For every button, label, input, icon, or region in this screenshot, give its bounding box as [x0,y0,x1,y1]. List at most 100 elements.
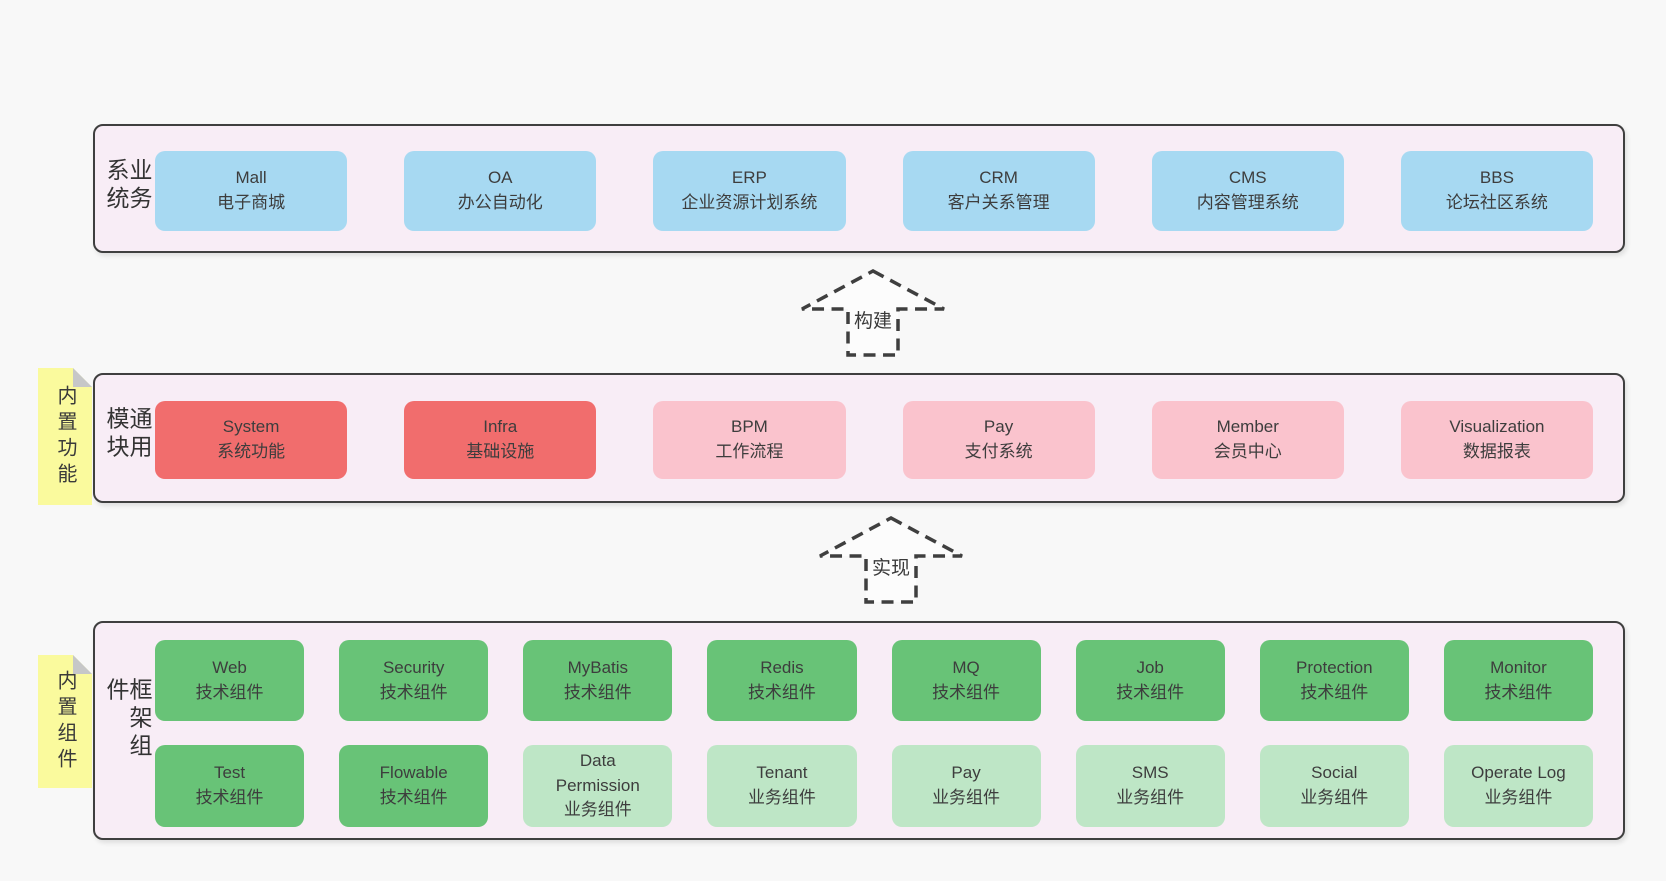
module-box-web: Web 技术组件 [155,640,305,721]
layer-side-label-common-modules: 通用模块 [103,406,152,463]
module-box-social: Social 业务组件 [1259,745,1409,827]
module-box-visualization: Visualization 数据报表 [1400,401,1593,479]
module-title: Test [213,763,246,783]
sticky-note-label: 内置功能 [54,384,76,489]
module-title: Flowable [379,763,448,783]
sticky-note-built-in-features: 内置功能 [38,368,92,505]
module-subtitle: 业务组件 [1300,788,1369,807]
module-title: Visualization [1449,417,1545,437]
box-row-business-systems: Mall 电子商城 OA 办公自动化 ERP 企业资源计划系统 CRM 客户关系管理 CMS 内容… [155,151,1593,231]
module-box-bpm: BPM 工作流程 [653,401,846,479]
module-subtitle: 技术组件 [932,682,1001,702]
module-subtitle: 技术组件 [379,788,448,807]
module-title: Mall [235,168,267,188]
module-subtitle: 技术组件 [747,682,816,702]
module-box-flowable: Flowable 技术组件 [339,745,489,827]
note-folded-corner [73,655,92,674]
module-title: Infra [483,417,518,437]
module-box-member: Member 会员中心 [1151,401,1344,479]
module-title: SMS [1131,763,1169,783]
module-box-operate-log: Operate Log 业务组件 [1443,745,1593,827]
module-subtitle: 技术组件 [1116,682,1185,702]
module-subtitle: 业务组件 [1484,788,1553,807]
module-title: Security [382,657,445,677]
module-box-infra: Infra 基础设施 [404,401,597,479]
module-title: Protection [1296,657,1373,677]
module-subtitle: 内容管理系统 [1196,193,1299,212]
layer-common-modules: 通用模块 System 系统功能 Infra 基础设施 BPM 工作流程 Pay 支付系统 Me… [93,373,1625,503]
module-subtitle: 论坛社区系统 [1445,193,1548,212]
note-folded-corner [73,368,92,387]
module-title: Job [1136,657,1164,677]
module-subtitle: 技术组件 [1484,682,1553,702]
layer-side-label-framework-components: 框架组件 [103,676,152,761]
module-subtitle: 技术组件 [379,682,448,702]
arrow-implement-label: 实现 [869,552,913,580]
module-box-mybatis: MyBatis 技术组件 [523,640,673,721]
module-title: Redis [760,657,804,677]
arrow-implement: 实现 [816,515,966,605]
module-subtitle: 技术组件 [563,682,632,702]
module-title: CMS [1228,168,1267,188]
module-title: BBS [1479,168,1514,188]
module-title: BPM [730,417,768,437]
module-subtitle: 客户关系管理 [947,193,1050,212]
module-title: OA [487,168,513,188]
module-box-mq: MQ 技术组件 [891,640,1041,721]
module-title: Web [212,657,247,677]
module-box-pay: Pay 业务组件 [891,745,1041,827]
module-subtitle: 办公自动化 [457,193,543,212]
module-box-bbs: BBS 论坛社区系统 [1400,151,1593,231]
module-subtitle: 技术组件 [195,788,264,807]
module-box-crm: CRM 客户关系管理 [902,151,1095,231]
module-subtitle: 支付系统 [964,442,1033,461]
module-box-protection: Protection 技术组件 [1259,640,1409,721]
module-title: Operate Log [1471,763,1566,783]
module-box-job: Job 技术组件 [1075,640,1225,721]
module-subtitle: 会员中心 [1213,442,1282,461]
module-subtitle: 业务组件 [932,788,1001,807]
module-title: CRM [979,168,1018,188]
module-title: Data Permission [555,751,640,795]
module-box-test: Test 技术组件 [155,745,305,827]
module-title: Pay [983,417,1014,437]
module-title: System [222,417,280,437]
module-box-security: Security 技术组件 [339,640,489,721]
module-title: Monitor [1490,657,1547,677]
arrow-build-label: 构建 [851,305,895,333]
module-subtitle: 企业资源计划系统 [681,193,818,212]
sticky-note-built-in-components: 内置组件 [38,655,92,788]
module-subtitle: 技术组件 [1300,682,1369,702]
sticky-note-label: 内置组件 [54,669,76,774]
layer-business-systems: 业务系统 Mall 电子商城 OA 办公自动化 ERP 企业资源计划系统 CRM 客户关系管理… [93,124,1625,253]
module-box-erp: ERP 企业资源计划系统 [653,151,846,231]
module-title: MyBatis [567,657,629,677]
module-box-tenant: Tenant 业务组件 [707,745,857,827]
module-box-monitor: Monitor 技术组件 [1443,640,1593,721]
module-subtitle: 技术组件 [195,682,264,702]
layer-side-label-business-systems: 业务系统 [103,157,152,214]
module-title: Tenant [756,763,808,783]
module-subtitle: 基础设施 [466,442,535,461]
module-title: Social [1311,763,1358,783]
box-row-common-modules: System 系统功能 Infra 基础设施 BPM 工作流程 Pay 支付系统 Member 会… [155,401,1593,479]
module-box-oa: OA 办公自动化 [404,151,597,231]
module-subtitle: 电子商城 [217,193,286,212]
module-subtitle: 数据报表 [1462,442,1531,461]
module-title: Member [1216,417,1279,437]
module-title: Pay [951,763,981,783]
module-subtitle: 系统功能 [217,442,286,461]
module-title: MQ [952,657,980,677]
module-title: ERP [731,168,767,188]
module-box-pay: Pay 支付系统 [902,401,1095,479]
module-subtitle: 业务组件 [1116,788,1185,807]
module-subtitle: 业务组件 [747,788,816,807]
module-box-sms: SMS 业务组件 [1075,745,1225,827]
module-box-redis: Redis 技术组件 [707,640,857,721]
module-subtitle: 工作流程 [715,442,784,461]
